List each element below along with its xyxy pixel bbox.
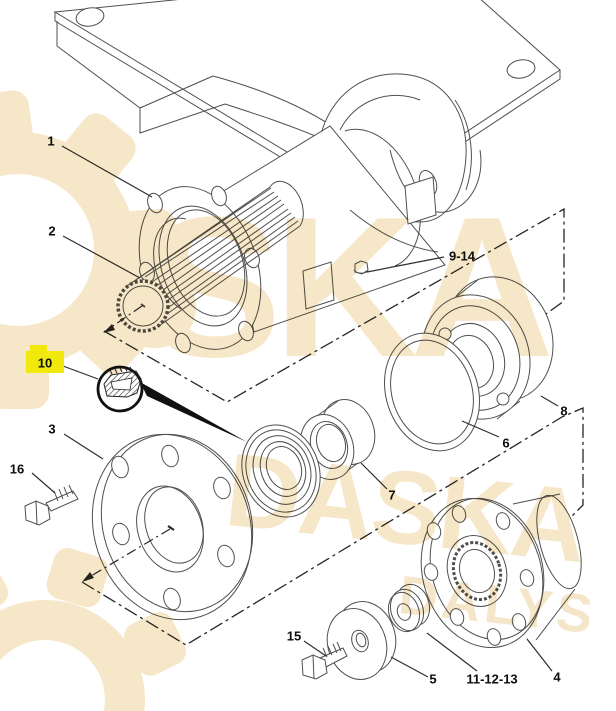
callout-10-highlight-notch: [30, 345, 47, 353]
callout-6[interactable]: 6: [502, 435, 510, 451]
callout-5[interactable]: 5: [429, 671, 437, 687]
output-hub-flange: [420, 493, 582, 649]
callout-11-12-13[interactable]: 11-12-13: [466, 671, 518, 687]
seal-detail-magnifier: [96, 365, 247, 442]
hex-bolt-16: [24, 484, 79, 526]
plug-bolt-9-14: [353, 260, 369, 275]
retainer-flange-plate: [91, 433, 254, 621]
callout-16[interactable]: 16: [9, 461, 25, 477]
centerline-upper-axis: [103, 207, 565, 403]
callout-2[interactable]: 2: [48, 223, 56, 239]
callout-8[interactable]: 8: [560, 403, 568, 419]
lip-seal: [241, 424, 321, 518]
callout-9-14[interactable]: 9-14: [448, 248, 476, 264]
callout-4[interactable]: 4: [553, 669, 561, 685]
spacer-rings: [387, 583, 431, 633]
callout-10[interactable]: 10: [37, 355, 53, 371]
o-ring: [383, 332, 481, 452]
retainer-plate-bolt-holes: [111, 444, 235, 611]
hub-bolt-holes: [423, 505, 535, 646]
callout-1[interactable]: 1: [47, 133, 55, 149]
thrust-washer: [326, 601, 397, 680]
callout-3[interactable]: 3: [48, 421, 56, 437]
callout-7[interactable]: 7: [388, 487, 396, 503]
callout-15[interactable]: 15: [286, 628, 302, 644]
hex-bolt-15: [301, 641, 348, 680]
